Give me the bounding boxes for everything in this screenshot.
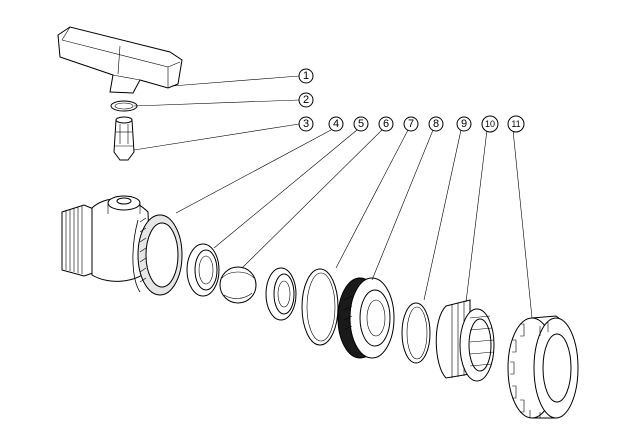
leader-line-8: [371, 129, 434, 281]
callout-1: 1: [298, 68, 314, 84]
callout-1-label: 1: [303, 70, 309, 82]
leader-line-10: [465, 129, 488, 303]
leader-line-2: [133, 99, 300, 107]
part-6-ball: [219, 266, 257, 304]
callout-2-label: 2: [303, 94, 309, 106]
part-12-union-nut: [507, 315, 579, 419]
leader-line-5: [213, 129, 358, 249]
part-8-o-ring: [301, 268, 339, 346]
callout-7: 7: [403, 116, 419, 132]
callout-10: 10: [481, 115, 499, 133]
callout-11: 11: [507, 115, 525, 133]
leader-line-9: [423, 129, 462, 301]
part-2-o-ring: [110, 100, 138, 112]
part-7-seat-ring: [265, 267, 297, 321]
part-9-end-connector: [337, 277, 395, 359]
callout-9-label: 9: [461, 118, 467, 130]
callout-9: 9: [456, 116, 472, 132]
callout-4: 4: [328, 116, 344, 132]
callout-10-label: 10: [485, 119, 495, 129]
callout-6-label: 6: [383, 118, 389, 130]
leader-line-3: [133, 123, 300, 151]
callout-3-label: 3: [303, 118, 309, 130]
callout-3: 3: [298, 116, 314, 132]
callout-6: 6: [378, 116, 394, 132]
leader-line-1: [171, 75, 300, 87]
leader-line-6: [241, 129, 383, 269]
part-11-union-end: [435, 299, 495, 382]
callout-4-label: 4: [333, 118, 339, 130]
part-3-stem: [113, 116, 135, 161]
callout-8: 8: [428, 116, 444, 132]
part-5-seat-ring: [186, 243, 220, 297]
part-10-o-ring: [401, 302, 431, 364]
leader-lines: [133, 75, 533, 319]
leader-line-11: [512, 129, 533, 319]
callout-7-label: 7: [408, 118, 414, 130]
callout-2: 2: [298, 92, 314, 108]
callout-5-label: 5: [358, 118, 364, 130]
callout-11-label: 11: [511, 119, 520, 129]
leader-line-4: [175, 129, 332, 214]
callout-5: 5: [353, 116, 369, 132]
callouts: 1 2 3 4 5 6 7 8: [298, 68, 525, 133]
part-1-handle: [57, 26, 183, 94]
callout-8-label: 8: [433, 118, 439, 130]
leader-line-7: [335, 129, 409, 269]
part-4-valve-body: [61, 195, 183, 296]
